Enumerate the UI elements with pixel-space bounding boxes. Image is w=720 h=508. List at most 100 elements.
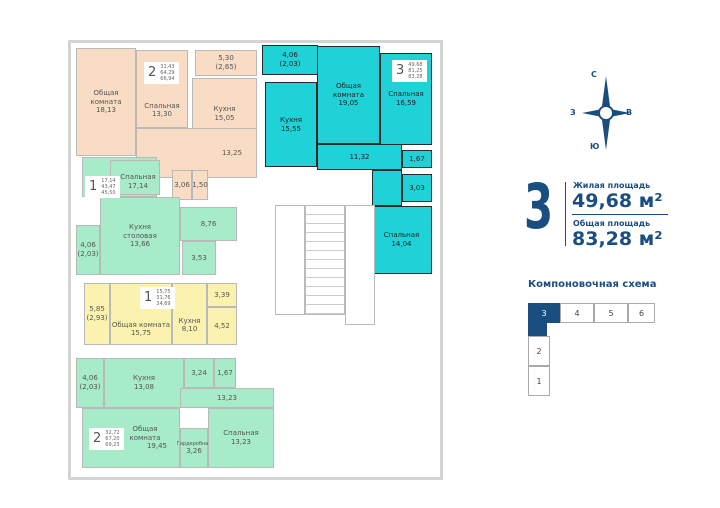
compass-north: С <box>591 70 597 79</box>
divider <box>572 214 668 215</box>
room-area: 8,10 <box>181 325 198 334</box>
room-area: 13,30 <box>151 110 173 119</box>
bathroom: 3,53 <box>182 241 216 275</box>
rooms-count: 2 <box>93 431 102 447</box>
room-area: 13,23 <box>230 438 252 446</box>
room-name: Кухня <box>279 115 303 124</box>
living-area-label: Жилая площадь <box>573 181 651 190</box>
room-area-half: (2,93) <box>86 314 108 322</box>
room-name: Общая комната <box>332 81 365 99</box>
scheme-title: Компоновочная схема <box>528 279 657 290</box>
room-area: 1,67 <box>217 368 233 377</box>
section-6[interactable]: 6 <box>628 303 655 323</box>
hallway: 8,76 <box>180 207 237 241</box>
section-1[interactable]: 1 <box>528 366 550 396</box>
room-area: 1,67 <box>409 154 425 163</box>
total-with-balcony: 66,94 <box>160 76 175 82</box>
hallway: 13,23 <box>180 388 274 408</box>
living-area-value: 49,68 м² <box>572 190 663 212</box>
room-name: Общая комната <box>129 424 161 442</box>
room-area: 4,06 <box>282 51 298 60</box>
section-3-tail <box>528 322 547 336</box>
room-area: 4,06 <box>82 374 98 383</box>
room-area: 18,13 <box>95 106 117 115</box>
total-area: 67,20 <box>105 436 120 442</box>
balcony: 5,30(2,65) <box>195 50 257 76</box>
bathroom: 3,39 <box>207 283 237 307</box>
section-2[interactable]: 2 <box>528 336 550 366</box>
compass-south: Ю <box>590 142 600 151</box>
room-area: 3,26 <box>186 446 202 455</box>
corridor <box>372 170 402 206</box>
total-with-balcony: 45,50 <box>101 190 116 196</box>
balcony: 4,06(2,03) <box>76 225 100 275</box>
section-number: 2 <box>536 346 542 356</box>
room-area: 15,75 <box>130 329 152 338</box>
room-name: Спальная <box>144 101 180 110</box>
rooms-count: 1 <box>89 179 98 195</box>
room-area: 19,05 <box>338 99 359 108</box>
room-area: 3,03 <box>409 183 425 192</box>
room-area: 19,45 <box>146 442 167 451</box>
room-area: 13,25 <box>221 148 242 157</box>
room-area: 15,05 <box>214 114 235 122</box>
living-area: 32,72 <box>105 430 120 436</box>
rooms-count: 2 <box>148 65 157 81</box>
room-area: 11,32 <box>349 152 370 161</box>
room-area: 5,85 <box>89 305 105 314</box>
room-area: 15,55 <box>280 124 302 133</box>
compass-east: В <box>626 108 633 117</box>
room-name: Спальная <box>383 231 420 240</box>
section-number: 6 <box>638 308 645 318</box>
staircase <box>305 205 345 315</box>
room-area: 14,04 <box>391 240 412 248</box>
room-name: Спальная <box>223 429 259 438</box>
room-area-half: (2,03) <box>77 250 99 258</box>
hallway: 4,52 <box>207 307 237 345</box>
section-number: 3 <box>541 308 547 318</box>
divider <box>565 182 566 246</box>
section-3-active[interactable]: 3 <box>528 303 560 323</box>
section-5[interactable]: 5 <box>594 303 628 323</box>
living-area: 49,68 <box>408 62 423 68</box>
total-area: 43,47 <box>101 184 116 190</box>
room-name: Гардеробная <box>176 440 212 447</box>
total-area-value: 83,28 м² <box>572 228 663 250</box>
living-area: 31,43 <box>160 64 175 70</box>
room-name: Общая комната <box>90 88 122 106</box>
room-name: Кухня столовая <box>123 222 157 240</box>
section-4[interactable]: 4 <box>560 303 594 323</box>
room-name: Кухня <box>178 316 201 325</box>
total-with-balcony: 34,69 <box>156 301 171 307</box>
room-area: 13,23 <box>216 393 238 402</box>
room-area: 3,24 <box>191 368 207 377</box>
room-area: 17,14 <box>127 182 149 190</box>
room-area: 16,59 <box>395 99 417 107</box>
room-area-half: (2,65) <box>215 63 237 71</box>
elevator-shaft <box>275 205 305 315</box>
bathroom: 3,03 <box>402 174 432 202</box>
total-area-label: Общая площадь <box>573 219 651 228</box>
room-area: 3,39 <box>214 290 230 299</box>
building-outline <box>68 40 443 480</box>
room-name: Общая комната <box>111 320 171 329</box>
room-area: 1,50 <box>192 180 208 189</box>
total-area: 31,76 <box>156 295 171 301</box>
toilet: 1,50 <box>192 170 208 200</box>
room-name: Спальная <box>120 173 156 182</box>
bathroom: 3,24 <box>184 358 214 388</box>
hallway: 11,32 <box>317 144 402 170</box>
total-with-balcony: 69,23 <box>105 442 120 448</box>
